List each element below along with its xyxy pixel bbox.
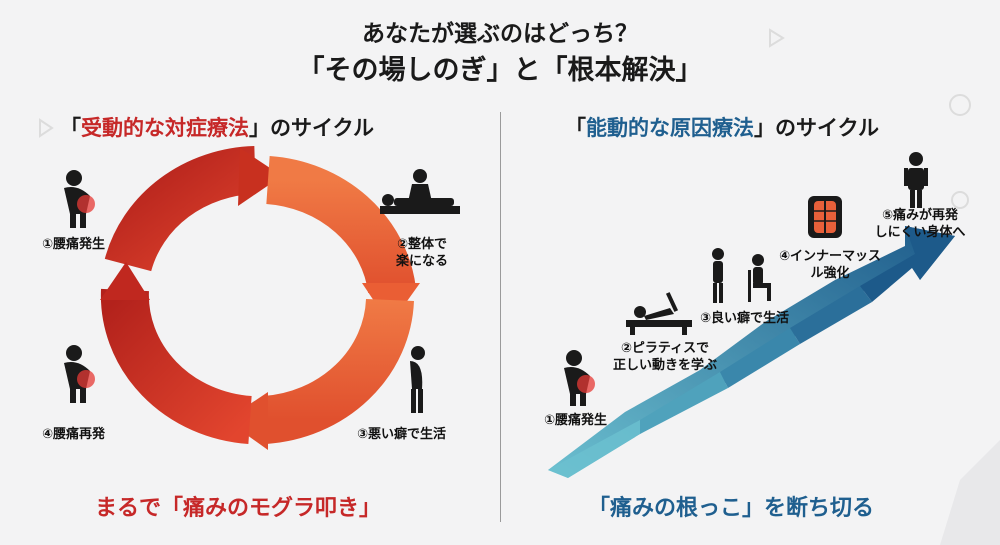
rising-arrow <box>548 226 955 478</box>
left-heading: 「受動的な対症療法」のサイクル <box>60 112 374 142</box>
standing-person-icon <box>904 152 928 208</box>
cycle-arrow-top <box>104 146 282 272</box>
left-step-2-line2: 楽になる <box>395 254 448 269</box>
right-heading-highlight: 能動的な原因療法 <box>586 116 754 140</box>
massage-icon <box>380 169 460 214</box>
right-step-3-label: ③良い癖で生活 <box>700 311 790 326</box>
left-heading-open: 「 <box>60 116 81 140</box>
slouching-person-icon <box>410 346 425 413</box>
right-step-5-label: ⑤痛みが再発 しにくい身体へ <box>870 207 970 241</box>
pilates-reformer-icon <box>626 292 692 335</box>
right-heading-close: 」のサイクル <box>754 116 879 140</box>
page-title: あなたが選ぶのはどっち？ <box>362 21 638 47</box>
left-step-1-label: ①腰痛発生 <box>42 237 106 252</box>
right-step-4-label: ④インナーマッス ル強化 <box>778 248 882 282</box>
back-pain-icon <box>64 345 95 403</box>
right-step-4-line2: ル強化 <box>810 266 850 281</box>
right-step-4-line1: ④インナーマッス <box>778 249 881 264</box>
right-heading-open: 「 <box>565 116 586 140</box>
back-pain-icon <box>64 170 95 228</box>
page-subtitle: 「その場しのぎ」と「根本解決」 <box>297 55 703 86</box>
left-bottom-text: まるで「痛みのモグラ叩き」 <box>95 496 382 521</box>
left-step-2-label: ②整体で 楽になる <box>390 236 454 270</box>
right-bottom-text: 「痛みの根っこ」を断ち切る <box>588 496 875 521</box>
good-posture-people-icon <box>712 248 771 303</box>
back-pain-icon <box>564 350 595 406</box>
left-step-4-label: ④腰痛再発 <box>42 427 106 442</box>
left-step-3-label: ③悪い癖で生活 <box>357 427 447 442</box>
right-step-2-line2: 正しい動きを学ぶ <box>612 358 717 373</box>
left-heading-highlight: 受動的な対症療法 <box>81 116 249 140</box>
right-step-2-label: ②ピラティスで 正しい動きを学ぶ <box>610 340 720 374</box>
cycle-arrow-left <box>100 262 253 444</box>
left-step-2-line1: ②整体で <box>396 237 447 252</box>
right-heading: 「能動的な原因療法」のサイクル <box>565 112 879 142</box>
inner-muscle-icon <box>808 196 842 238</box>
left-heading-close: 」のサイクル <box>249 116 374 140</box>
center-divider <box>500 112 501 522</box>
right-step-5-line1: ⑤痛みが再発 <box>881 208 958 223</box>
right-step-2-line1: ②ピラティスで <box>620 341 710 356</box>
right-step-1-label: ①腰痛発生 <box>544 413 608 428</box>
right-step-5-line2: しにくい身体へ <box>874 225 966 240</box>
